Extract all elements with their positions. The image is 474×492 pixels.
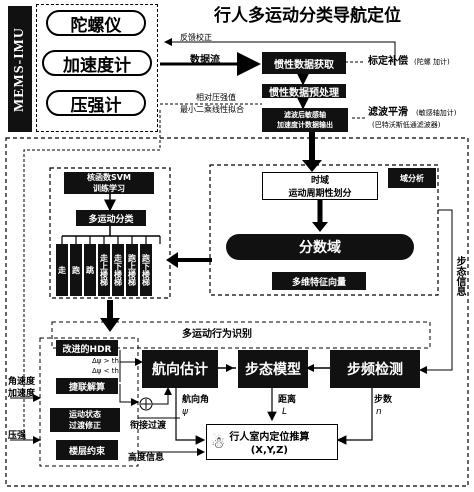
- transition-label: 衔接过渡: [130, 421, 167, 431]
- height-info-label: 高度信息: [128, 453, 165, 463]
- svm-line2: 训练学习: [93, 184, 125, 193]
- multi-feature-box: 多维特征向量: [272, 272, 366, 290]
- inertial-preprocess-label: 惯性数据预处理: [269, 87, 339, 99]
- multi-class-label: 多运动分类: [88, 214, 134, 225]
- least-squares-label: 最小二乘线性拟合: [180, 105, 244, 114]
- threshold-2: Δψ < th: [92, 367, 119, 375]
- inertial-preprocess-box: 惯性数据预处理: [262, 84, 346, 99]
- multi-class-box: 多运动分类: [76, 210, 146, 226]
- class-run-upstairs-label: 跑上楼梯: [127, 254, 137, 286]
- filtered-output-line2: 加速度计数据输出: [277, 121, 333, 129]
- class-walk-downstairs: 走下楼梯: [112, 244, 124, 296]
- motion-state-line2: 过渡修正: [69, 421, 101, 430]
- floor-constraint-label: 楼层约束: [68, 446, 105, 457]
- feedback-label: 反馈校正: [180, 33, 212, 42]
- gait-model-box: 步态模型: [238, 350, 308, 388]
- threshold-1: Δψ > th: [92, 357, 119, 365]
- pedestrian-icon: ☃: [211, 432, 226, 452]
- calibration-label: 标定补偿: [368, 56, 408, 67]
- class-jump-label: 跳: [85, 266, 95, 274]
- distance-label: 距离: [278, 395, 297, 405]
- multi-feature-label: 多维特征向量: [291, 277, 346, 288]
- inertial-acquire-label: 惯性数据获取: [274, 59, 334, 71]
- step-detect-box: 步频检测: [330, 350, 420, 388]
- step-count-symbol: n: [376, 407, 382, 417]
- page-title: 行人多运动分类导航定位: [214, 6, 401, 26]
- distance-symbol: L: [282, 407, 288, 417]
- filtered-output-line1: 滤波后敏感轴: [284, 111, 326, 119]
- mems-imu-text: MEMS-IMU: [12, 26, 27, 112]
- sensor-accelerometer: 加速度计: [42, 50, 152, 76]
- improved-hdr-box: 改进的HDR: [56, 340, 118, 356]
- strapdown-label: 捷联解算: [68, 382, 105, 393]
- svm-box: 核函数SVM 训练学习: [64, 172, 154, 194]
- class-walk-upstairs-label: 走上楼梯: [99, 254, 109, 286]
- class-walk-upstairs: 走上楼梯: [98, 244, 110, 296]
- class-walk: 走: [56, 244, 68, 296]
- filtered-output-box: 滤波后敏感轴 加速度计数据输出: [262, 108, 348, 132]
- class-run-label: 跑: [71, 266, 81, 274]
- freq-analysis-box: 域分析: [388, 168, 436, 188]
- freq-analysis-label: 域分析: [400, 173, 424, 183]
- fractional-domain-label: 分数域: [299, 240, 341, 256]
- inertial-acquire-box: 惯性数据获取: [262, 52, 346, 74]
- calibration-note: (陀螺 加计): [414, 58, 450, 66]
- heading-angle-label: 航向角: [182, 395, 210, 405]
- indoor-positioning-box: ☃ 行人室内定位推算 (X,Y,Z): [206, 424, 338, 460]
- relative-pressure-label: 相对压强值: [196, 93, 236, 102]
- time-domain-line2: 运动周期性划分: [288, 189, 352, 199]
- multi-motion-id-label: 多运动行为识别: [182, 329, 252, 340]
- filtering-label: 滤波平滑: [368, 107, 408, 118]
- strapdown-box: 捷联解算: [56, 378, 118, 394]
- svm-line1: 核函数SVM: [87, 173, 131, 182]
- indoor-positioning-line1: 行人室内定位推算: [229, 432, 310, 443]
- class-jump: 跳: [84, 244, 96, 296]
- pressure-label: 压强: [8, 431, 27, 441]
- motion-state-line1: 运动状态: [69, 410, 101, 419]
- motion-state-box: 运动状态 过渡修正: [50, 408, 120, 432]
- sensor-accelerometer-label: 加速度计: [63, 55, 131, 76]
- filtering-note: (敏感轴加计): [416, 109, 457, 117]
- sensor-barometer-label: 压强计: [70, 95, 122, 116]
- step-info-label: 步态信息: [452, 256, 466, 300]
- step-detect-label: 步频检测: [347, 362, 403, 378]
- time-domain-line1: 时域: [310, 176, 329, 186]
- sensor-gyro-label: 陀螺仪: [70, 15, 122, 36]
- improved-hdr-label: 改进的HDR: [62, 344, 112, 355]
- angular-velocity-label: 角速度: [8, 377, 36, 387]
- time-domain-box: 时域 运动周期性划分: [262, 172, 378, 200]
- sensor-gyro: 陀螺仪: [46, 10, 146, 36]
- class-run-downstairs: 跑下楼梯: [140, 244, 152, 296]
- step-info-text: 步态信息: [454, 256, 465, 296]
- floor-constraint-box: 楼层约束: [56, 440, 118, 460]
- psi-label: ψ: [182, 407, 188, 417]
- class-run: 跑: [70, 244, 82, 296]
- sensor-barometer: 压强计: [46, 90, 146, 116]
- heading-est-label: 航向估计: [152, 362, 208, 378]
- data-stream-label: 数据流: [190, 55, 220, 66]
- indoor-positioning-line2: (X,Y,Z): [250, 445, 288, 456]
- filtering-note-2: (巴特沃斯低通滤波器): [372, 121, 441, 129]
- sensor-group: [36, 4, 158, 132]
- class-walk-downstairs-label: 走下楼梯: [113, 254, 123, 286]
- gait-model-label: 步态模型: [245, 362, 301, 378]
- fractional-domain-box: 分数域: [226, 234, 414, 260]
- step-count-label: 步数: [374, 395, 393, 405]
- class-run-downstairs-label: 跑下楼梯: [141, 254, 151, 286]
- acceleration-label: 加速度: [8, 389, 36, 399]
- class-run-upstairs: 跑上楼梯: [126, 244, 138, 296]
- heading-est-box: 航向估计: [142, 350, 218, 388]
- indoor-positioning-text: 行人室内定位推算 (X,Y,Z): [229, 428, 309, 456]
- class-walk-label: 走: [57, 266, 67, 274]
- mems-imu-label: MEMS-IMU: [8, 6, 32, 132]
